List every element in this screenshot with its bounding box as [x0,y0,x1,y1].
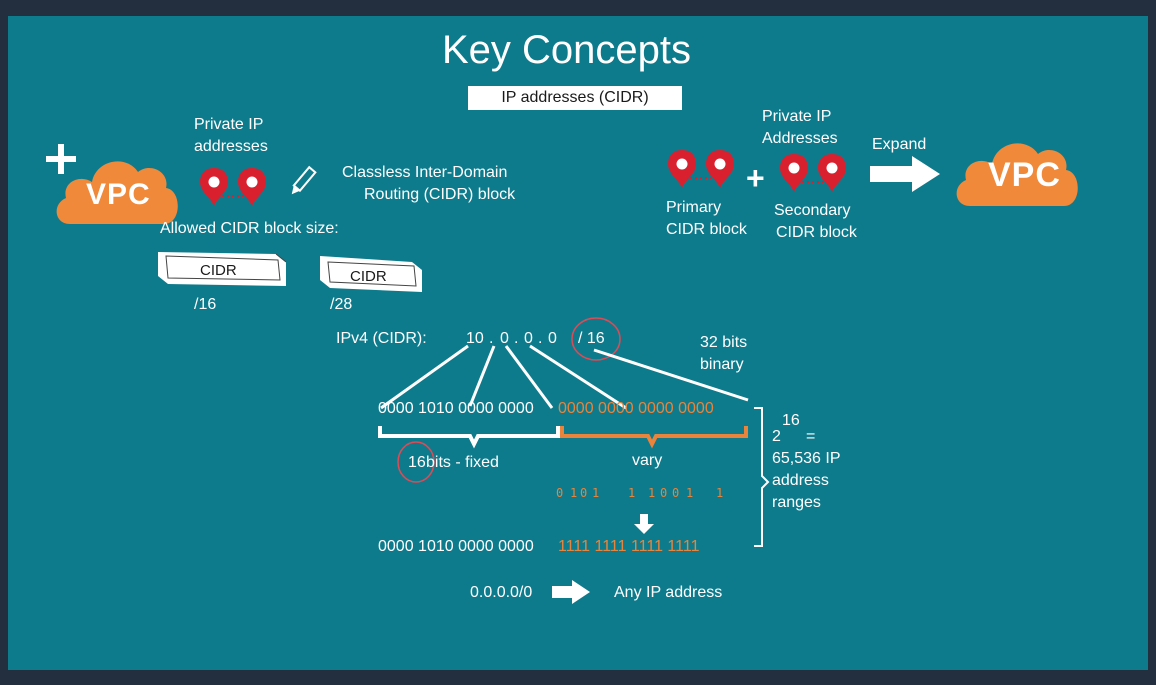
location-pin-icon [238,168,266,206]
location-pin-icon [200,168,228,206]
octet-3: 0 [524,330,533,347]
cidr-block-icon-small [320,256,422,292]
slide: Key Concepts IP addresses (CIDR) VPC Pri… [8,16,1148,670]
range-base: 2 [772,428,781,445]
expand-label: Expand [872,136,927,153]
binary-vary-bits: 0000 0000 0000 0000 [558,400,714,417]
octet-dot: . [514,330,519,347]
any-ip-arrow-icon [552,580,590,604]
sample-digit: 0 [556,486,567,500]
location-pin-icon [668,150,696,188]
octet-2: 0 [500,330,509,347]
vpc-label-right: VPC [988,156,1061,194]
octet-connector-lines [380,344,749,410]
primary-cidr-line1: Primary [666,199,722,216]
diagram-graphics [46,143,1078,604]
sample-digit: 1 [592,486,603,500]
range-line4: ranges [772,494,821,511]
cidr-block-label-small: CIDR [350,268,387,285]
any-ip-label: Any IP address [614,584,723,601]
range-exponent: 16 [782,412,800,429]
cidr-description-line2: Routing (CIDR) block [364,186,516,203]
any-cidr-value: 0.0.0.0/0 [470,584,533,601]
range-line3: address [772,472,829,489]
vpc-label-left: VPC [86,178,151,211]
sample-digit: 0 [672,486,683,500]
private-ip-label-line1: Private IP [194,116,264,133]
octet-dot: . [538,330,543,347]
sample-digit: 0 [580,486,591,500]
prefix-length: / 16 [578,330,605,347]
bits-note-line1: 32 bits [700,334,748,351]
result-vary-bits: 1111 1111 1111 1111 [558,538,700,555]
subtitle-badge: IP addresses (CIDR) [468,86,682,110]
octet-dot: . [489,330,494,347]
octet-1: 10 [466,330,484,347]
pencil-icon [291,165,317,195]
octet-4: 0 [548,330,557,347]
sample-digit: 1 [716,486,727,500]
location-pin-icon [706,150,734,188]
sample-digit: 1 [628,486,639,500]
ipv4-label: IPv4 (CIDR): [336,330,427,347]
sample-digit: 1 [686,486,697,500]
fixed-bits-brace [378,426,560,449]
page-title: Key Concepts [442,28,692,72]
primary-cidr-line2: CIDR block [666,221,747,238]
sample-digit: 1 [648,486,659,500]
private-ip-label-line2: addresses [194,138,268,155]
allowed-size-label: Allowed CIDR block size: [160,220,339,237]
range-equals: = [806,428,816,445]
secondary-cidr-line2: CIDR block [776,224,857,241]
size-label-small: /28 [330,296,353,313]
fixed-bits-label-number: 16 [408,454,426,471]
location-pin-icon [818,154,846,192]
result-fixed-bits: 0000 1010 0000 0000 [378,538,534,555]
range-brace [754,407,770,547]
sample-digit: 0 [660,486,671,500]
binary-fixed-bits: 0000 1010 0000 0000 [378,400,534,417]
vary-bits-brace [560,426,748,449]
plus-icon-left [46,144,76,174]
sample-digit: 1 [570,486,581,500]
location-pin-icon [780,154,808,192]
right-private-ip-line2: Addresses [762,130,838,147]
cidr-block-label-large: CIDR [200,262,237,279]
bits-note-line2: binary [700,356,744,373]
expand-arrow-icon [870,156,940,192]
highlight-circle-prefix [571,317,621,361]
size-label-large: /16 [194,296,217,313]
plus-icon-right: + [746,160,765,196]
fixed-bits-label-text: bits - fixed [426,454,499,471]
cidr-description-line1: Classless Inter-Domain [342,164,508,181]
range-count: 65,536 IP [772,450,841,467]
highlight-circle-bits [397,441,435,483]
secondary-cidr-line1: Secondary [774,202,851,219]
down-arrow-icon [634,514,654,534]
vary-bits-label: vary [632,452,663,469]
right-private-ip-line1: Private IP [762,108,832,125]
cidr-block-icon-large [158,252,287,286]
